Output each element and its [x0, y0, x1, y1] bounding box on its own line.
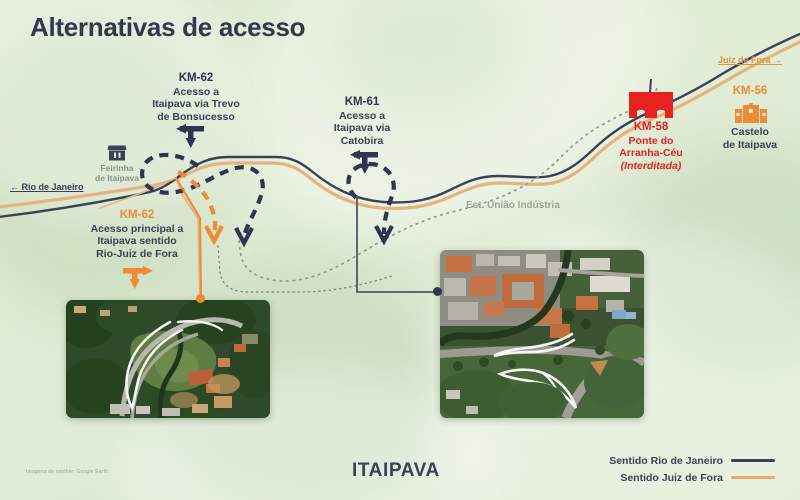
junction-right-arrow-icon — [121, 266, 157, 292]
poi-label-feirinha-line-1: Feirinha — [100, 163, 134, 173]
castle-icon — [735, 103, 767, 123]
callout-km-61-catobira-line-2: Itaipava via — [333, 122, 391, 135]
junction-left-arrow-icon — [346, 150, 386, 178]
bridge-spur — [649, 78, 652, 93]
callout-km-58-ponte: KM-58 Ponte do Arranha-Céu (Interditada) — [601, 121, 701, 172]
callout-km-56-castelo-km-wrap: KM-56 — [706, 85, 794, 99]
callout-km-62-principal-line-3: Rio-Juiz de Fora — [96, 247, 178, 260]
satellite-photo-right[interactable] — [440, 250, 644, 418]
legend-swatch-sentido-rio — [731, 459, 775, 462]
legend: Sentido Rio de Janeiro Sentido Juiz de F… — [560, 452, 775, 486]
callout-km-56-castelo-km: KM-56 — [732, 85, 768, 97]
legend-label-sentido-rio: Sentido Rio de Janeiro — [609, 454, 723, 467]
direction-label-juiz-de-fora: Juiz de Fora → — [718, 55, 783, 65]
page-title: Alternativas de acesso — [30, 12, 306, 42]
legend-row-sentido-juiz: Sentido Juiz de Fora — [560, 469, 775, 486]
callout-km-58-ponte-line-1: Ponte do — [628, 134, 674, 147]
callout-km-56-castelo-line-2: de Itaipava — [722, 138, 778, 151]
connector-dotted-photo — [217, 245, 393, 293]
maneuver-km61-catobira — [346, 161, 396, 235]
satellite-photo-right-image — [440, 250, 644, 418]
maneuver-km62-bonsucesso-arrowhead — [234, 227, 254, 248]
bridge-icon — [629, 92, 673, 118]
satellite-photo-left[interactable] — [66, 300, 270, 418]
maneuver-km62-principal — [177, 170, 218, 235]
legend-row-sentido-rio: Sentido Rio de Janeiro — [560, 452, 775, 469]
callout-km-58-ponte-line-2: Arranha-Céu — [619, 147, 683, 160]
market-stall-icon — [107, 144, 127, 161]
connector-orange-to-left-photo — [174, 176, 203, 299]
maneuver-km61-catobira-arrowhead — [374, 225, 394, 246]
callout-km-62-principal-line-1: Acesso principal a — [90, 222, 184, 235]
connector-navy-to-right-photo — [356, 195, 439, 293]
legend-swatch-sentido-juiz — [731, 476, 775, 479]
road-est-uniao-industria — [237, 83, 659, 282]
background-highlight — [0, 0, 240, 220]
road-label-est-uniao-industria: Est. União Indústria — [466, 200, 560, 211]
callout-km-62-bonsucesso: KM-62 Acesso a Itaipava via Trevo de Bon… — [126, 72, 266, 123]
maneuver-km62-principal-arrowhead — [204, 225, 224, 246]
connector-dot-left-photo — [196, 294, 205, 303]
background-shade — [330, 0, 520, 120]
background-shade — [0, 20, 220, 320]
satellite-photo-left-image — [66, 300, 270, 418]
callout-km-62-bonsucesso-km: KM-62 — [178, 72, 214, 84]
callout-km-62-principal-line-2: Itaipava sentido — [97, 235, 177, 248]
local-street-orange — [175, 177, 201, 301]
poi-label-feirinha-line-2: de Itaipava — [95, 173, 139, 183]
callout-km-56-castelo-line-1: Castelo — [731, 126, 769, 138]
local-street-orange-branch — [99, 177, 177, 209]
callout-km-62-bonsucesso-line-3: de Bonsucesso — [157, 110, 235, 123]
connector-dot-right-photo — [433, 287, 442, 296]
callout-km-61-catobira: KM-61 Acesso a Itaipava via Catobira — [306, 96, 418, 147]
callout-km-61-catobira-line-1: Acesso a — [338, 109, 386, 122]
poi-label-feirinha: Feirinha de Itaipava — [77, 163, 157, 183]
maneuver-km62-bonsucesso — [140, 152, 265, 237]
callout-km-62-bonsucesso-line-2: Itaipava via Trevo — [152, 98, 240, 111]
callout-km-58-ponte-km: KM-58 — [633, 121, 669, 133]
callout-km-61-catobira-km: KM-61 — [344, 96, 380, 108]
legend-label-sentido-juiz: Sentido Juiz de Fora — [620, 471, 723, 484]
junction-left-arrow-icon — [172, 124, 212, 152]
footer-city-name: ITAIPAVA — [352, 460, 440, 481]
callout-km-62-bonsucesso-line-1: Acesso a — [172, 85, 220, 98]
callout-km-62-principal: KM-62 Acesso principal a Itaipava sentid… — [62, 209, 212, 260]
callout-km-62-principal-km: KM-62 — [119, 209, 155, 221]
callout-km-58-ponte-note: (Interditada) — [620, 159, 682, 172]
callout-km-61-catobira-line-3: Catobira — [340, 134, 384, 147]
direction-label-rio-de-janeiro: ← Rio de Janeiro — [10, 182, 84, 192]
image-credit: Imagens de satélite: Google Earth — [26, 469, 109, 475]
callout-km-56-castelo: Castelo de Itaipava — [706, 126, 794, 151]
